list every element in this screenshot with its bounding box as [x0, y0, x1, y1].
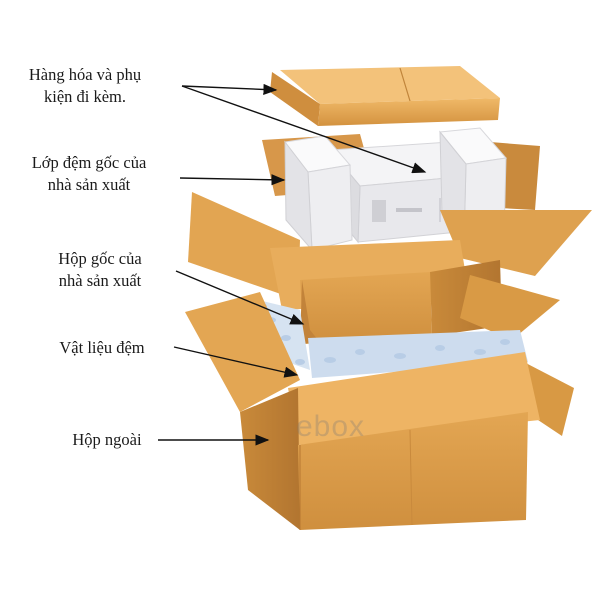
callout-arrows	[158, 83, 427, 446]
label-outer-box: Hộp ngoài	[72, 430, 142, 449]
arrow-foam	[179, 174, 286, 186]
inner-box	[188, 192, 592, 345]
arrow-goods-lid	[181, 83, 278, 96]
watermark-logo: ebox	[296, 410, 366, 443]
outer-box	[185, 292, 574, 530]
arrow-goods-device	[181, 85, 427, 174]
label-cushion-material: Vật liệu đệm	[59, 338, 145, 357]
label-goods-line1: Hàng hóa và phụ	[28, 65, 142, 84]
label-inner-line1: Hộp gốc của	[58, 249, 142, 268]
arrow-inner-box	[175, 270, 305, 325]
lid-box	[270, 66, 500, 126]
label-goods-accessories: Hàng hóa và phụ kiện đi kèm.	[10, 64, 160, 108]
arrow-cushion	[173, 346, 299, 378]
label-inner-line2: nhà sản xuất	[58, 271, 142, 290]
label-foam-line2: nhà sản xuất	[47, 175, 131, 194]
label-goods-line2: kiện đi kèm.	[43, 87, 127, 106]
label-original-box: Hộp gốc của nhà sản xuất	[30, 248, 170, 292]
label-original-foam: Lớp đệm gốc của nhà sản xuất	[14, 152, 164, 196]
label-foam-line1: Lớp đệm gốc của	[31, 153, 147, 172]
